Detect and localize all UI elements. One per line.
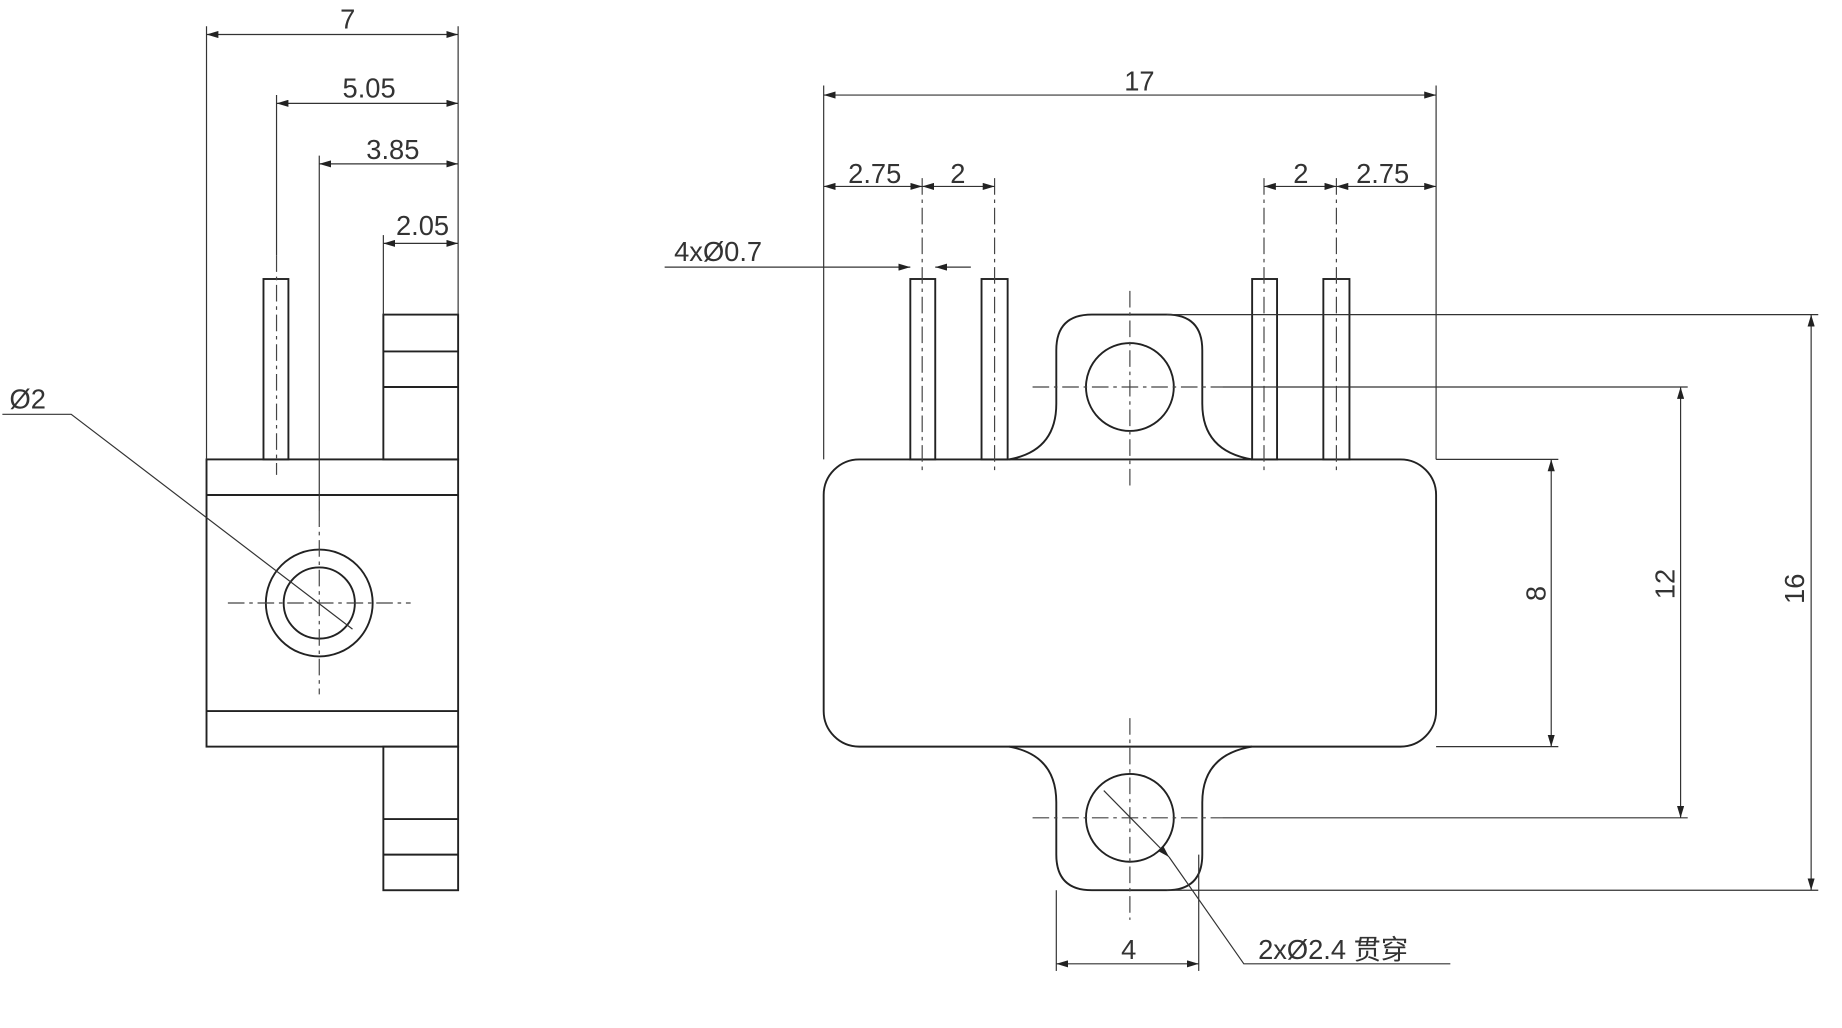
front-view: 17 2.75 2 2 2.75 4xØ0.7 8 12 16 4 2	[664, 65, 1819, 971]
mounting-hole-callout: 2xØ2.4 贯穿	[1258, 934, 1408, 965]
side-hole-callout: Ø2	[9, 383, 45, 414]
dim-side-tab-width: 2.05	[396, 210, 449, 241]
dim-pin-edge-right: 2.75	[1356, 158, 1409, 189]
dim-side-hole-offset: 3.85	[366, 134, 419, 165]
pin-callout: 4xØ0.7	[674, 236, 762, 267]
side-body	[205, 458, 460, 748]
dim-pin-edge-left: 2.75	[848, 158, 901, 189]
dim-side-width: 7	[340, 4, 355, 35]
dim-side-pin-offset: 5.05	[343, 72, 396, 103]
dim-body-height: 8	[1520, 586, 1551, 601]
dim-lug-width: 4	[1121, 934, 1136, 965]
dim-hole-spacing: 12	[1650, 569, 1681, 599]
dim-overall-height: 16	[1779, 574, 1810, 604]
side-view: 7 5.05 3.85 2.05 Ø2	[2, 4, 460, 892]
dim-pin-pitch-right: 2	[1293, 158, 1308, 189]
front-body	[822, 458, 1438, 748]
dim-pin-pitch-left: 2	[950, 158, 965, 189]
dim-overall-width: 17	[1124, 65, 1154, 96]
